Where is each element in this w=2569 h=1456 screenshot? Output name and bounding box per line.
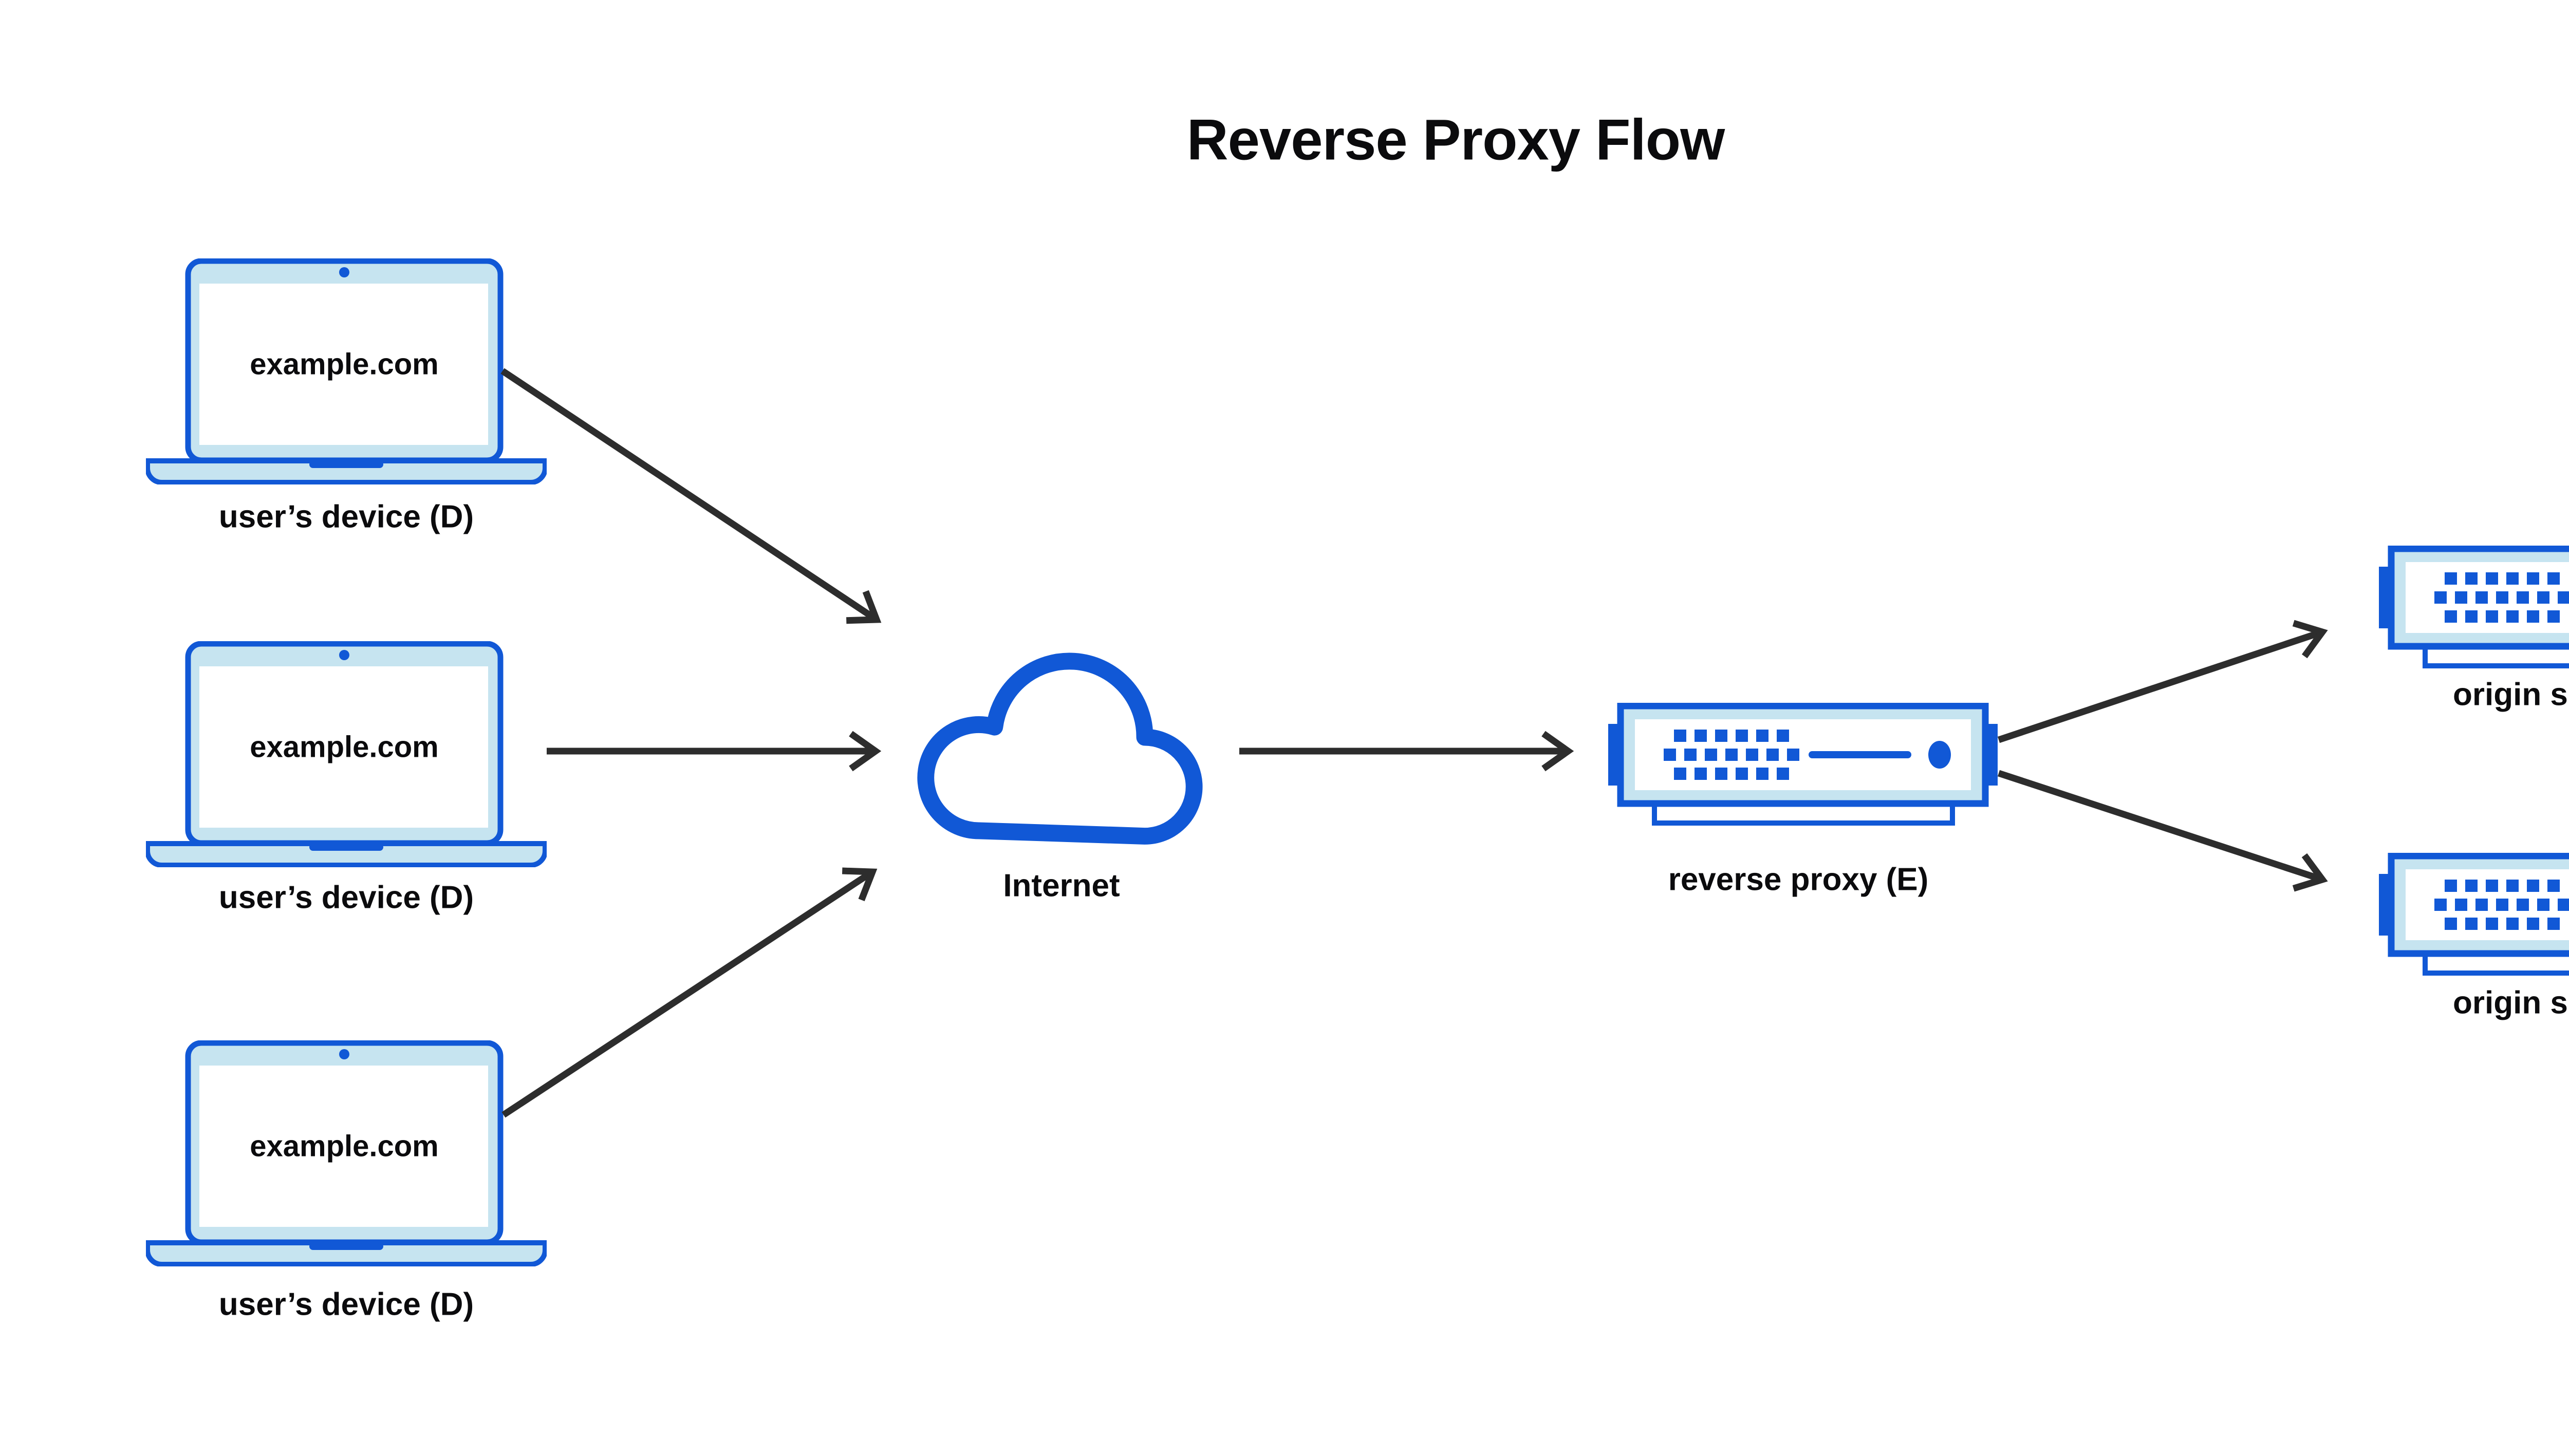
arrow-proxy-to-origin1: [1997, 620, 2328, 743]
cloud-icon: [917, 652, 1203, 845]
device-label-1: user’s device (D): [218, 499, 474, 535]
arrow-proxy-to-origin2: [1997, 770, 2328, 892]
device-label-3: user’s device (D): [218, 1286, 474, 1322]
arrow-device1-to-internet: [500, 368, 882, 624]
arrow-device3-to-internet: [501, 867, 878, 1118]
device-screen-text-2: example.com: [250, 730, 439, 764]
device-screen-text-1: example.com: [250, 347, 439, 381]
device-screen-text-3: example.com: [250, 1129, 439, 1163]
device-label-2: user’s device (D): [218, 880, 474, 916]
origin-server-label-2: origin server (F): [2453, 985, 2569, 1021]
reverse-proxy-label: reverse proxy (E): [1668, 862, 1929, 898]
internet-label: Internet: [1003, 868, 1120, 904]
origin-server-label-1: origin server (F): [2453, 677, 2569, 713]
page-title: Reverse Proxy Flow: [1186, 107, 1725, 172]
